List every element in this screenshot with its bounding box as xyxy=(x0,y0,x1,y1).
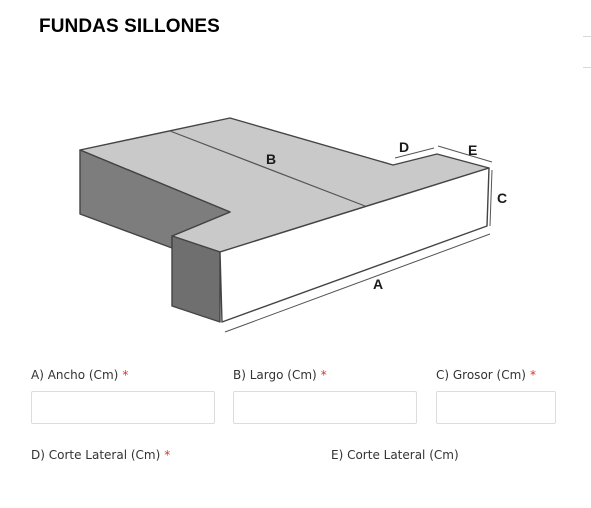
largo-label: B) Largo (Cm)* xyxy=(233,368,327,382)
required-marker: * xyxy=(122,368,129,382)
page-title: FUNDAS SILLONES xyxy=(39,16,220,37)
largo-input[interactable] xyxy=(233,391,417,424)
dimension-line-d xyxy=(394,147,435,159)
required-marker: * xyxy=(529,368,536,382)
dimension-label-a: A xyxy=(373,276,383,292)
dimension-line-a xyxy=(224,233,491,333)
edge-divider xyxy=(583,67,591,68)
ancho-input[interactable] xyxy=(31,391,215,424)
dimension-label-e: E xyxy=(468,142,477,158)
dimension-line-c xyxy=(489,169,493,227)
dimension-label-c: C xyxy=(497,190,507,206)
corte-lateral-d-label: D) Corte Lateral (Cm)* xyxy=(31,448,171,462)
edge-divider xyxy=(583,36,591,37)
dimension-line-e xyxy=(437,145,493,163)
required-marker: * xyxy=(164,448,171,462)
seam-line xyxy=(169,130,366,207)
dimension-label-d: D xyxy=(399,139,409,155)
grosor-input[interactable] xyxy=(436,391,556,424)
cushion-front-dark-face xyxy=(171,235,221,323)
corte-lateral-e-label: E) Corte Lateral (Cm) xyxy=(331,448,459,462)
sofa-cushion-diagram: B A C D E xyxy=(79,117,507,333)
cushion-front-face xyxy=(219,167,490,323)
ancho-label: A) Ancho (Cm)* xyxy=(31,368,129,382)
grosor-label: C) Grosor (Cm)* xyxy=(436,368,536,382)
required-marker: * xyxy=(320,368,327,382)
dimension-label-b: B xyxy=(266,151,276,167)
